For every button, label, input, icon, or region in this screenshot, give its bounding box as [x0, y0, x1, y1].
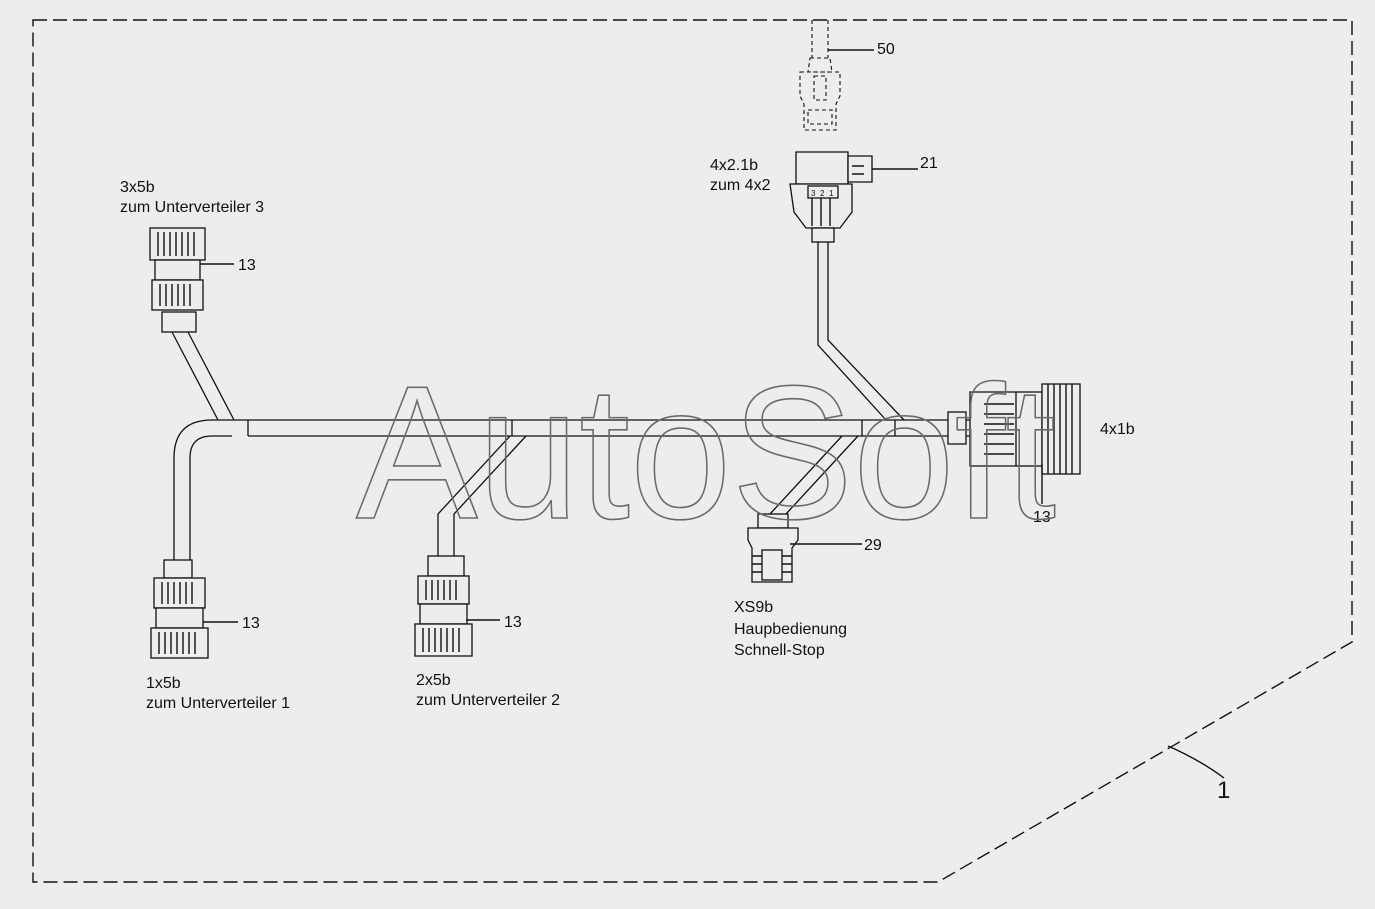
label-XS9b-desc-2: Schnell-Stop — [734, 642, 825, 659]
connector-XS9b — [747, 513, 799, 583]
ref-4x1b: 13 — [1033, 509, 1051, 526]
connector-2x5b — [414, 555, 473, 657]
label-3x5b-desc: zum Unterverteiler 3 — [120, 199, 264, 216]
connector-3x5b — [149, 227, 206, 333]
assembly-ref: 1 — [1217, 777, 1230, 804]
label-4x2-desc: zum 4x2 — [710, 177, 771, 194]
label-2x5b-desc: zum Unterverteiler 2 — [416, 692, 560, 709]
label-4x1b-id: 4x1b — [1100, 421, 1135, 438]
connector-4x1b — [947, 383, 1081, 475]
label-XS9b-desc-1: Haupbedienung — [734, 621, 847, 638]
pin-3: 3 — [811, 189, 816, 198]
ref-2x5b: 13 — [504, 614, 522, 631]
ref-1x5b: 13 — [242, 615, 260, 632]
pin-2: 2 — [820, 189, 825, 198]
label-1x5b-desc: zum Unterverteiler 1 — [146, 695, 290, 712]
connector-1x5b — [150, 559, 209, 659]
label-3x5b-id: 3x5b — [120, 179, 155, 196]
connector-50-dashed — [799, 20, 841, 131]
ref-XS9b: 29 — [864, 537, 882, 554]
watermark-text: AutoSoft — [356, 347, 1056, 559]
label-XS9b-id: XS9b — [734, 599, 773, 616]
pin-1: 1 — [829, 189, 834, 198]
label-1x5b-id: 1x5b — [146, 675, 181, 692]
harness-wires — [171, 242, 985, 560]
label-4x2-id: 4x2.1b — [710, 157, 758, 174]
leader-assembly — [1167, 745, 1225, 779]
assembly-boundary — [32, 19, 1353, 883]
label-2x5b-id: 2x5b — [416, 672, 451, 689]
ref-50: 50 — [877, 41, 895, 58]
connector-4x2: 3 2 1 — [789, 151, 873, 243]
ref-4x2: 21 — [920, 155, 938, 172]
ref-3x5b: 13 — [238, 257, 256, 274]
